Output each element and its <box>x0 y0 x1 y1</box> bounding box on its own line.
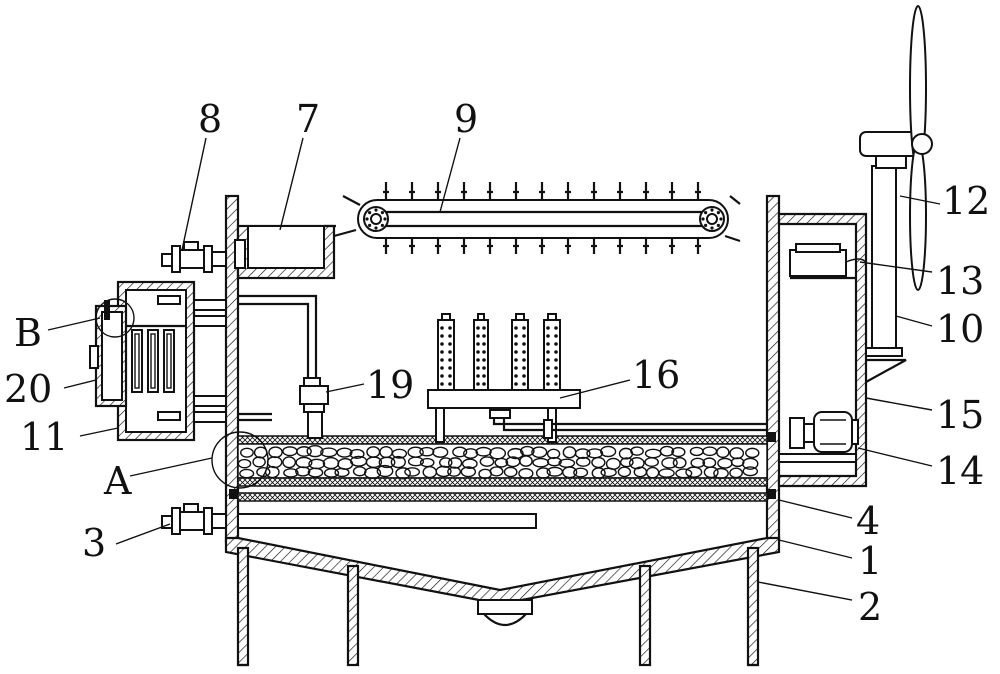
label-10: 10 <box>936 307 984 351</box>
label-14: 14 <box>936 449 984 493</box>
label-12: 12 <box>942 179 990 223</box>
label-20: 20 <box>4 367 52 411</box>
gravel-filter-bed <box>237 432 776 487</box>
drain-valve <box>161 503 227 535</box>
inlet-valve <box>161 239 246 273</box>
label-15: 15 <box>936 393 984 437</box>
conveyor-belt <box>342 182 741 254</box>
label-16: 16 <box>632 353 680 397</box>
label-1: 1 <box>858 539 882 583</box>
label-11: 11 <box>20 415 68 459</box>
label-9: 9 <box>454 97 478 141</box>
label-a: A <box>103 459 132 503</box>
label-19: 19 <box>366 363 414 407</box>
label-8: 8 <box>198 97 222 141</box>
side-housing <box>777 212 907 488</box>
label-13: 13 <box>936 259 984 303</box>
wind-turbine <box>859 5 933 357</box>
filter-box <box>89 280 227 442</box>
internal-pipes <box>238 294 767 439</box>
label-b: B <box>14 311 42 355</box>
legs <box>236 546 760 667</box>
tank-body <box>224 194 781 627</box>
label-2: 2 <box>858 585 882 629</box>
label-7: 7 <box>296 97 320 141</box>
label-3: 3 <box>82 521 106 565</box>
label-4: 4 <box>856 499 880 543</box>
lower-filter <box>229 489 776 529</box>
part-labels: 8 7 9 12 13 10 15 14 4 1 2 16 19 3 A 11 … <box>4 97 990 629</box>
spray-rack <box>427 313 581 443</box>
leader-lines <box>47 137 941 601</box>
detail-a-circle <box>211 431 269 489</box>
feed-box <box>236 224 357 280</box>
